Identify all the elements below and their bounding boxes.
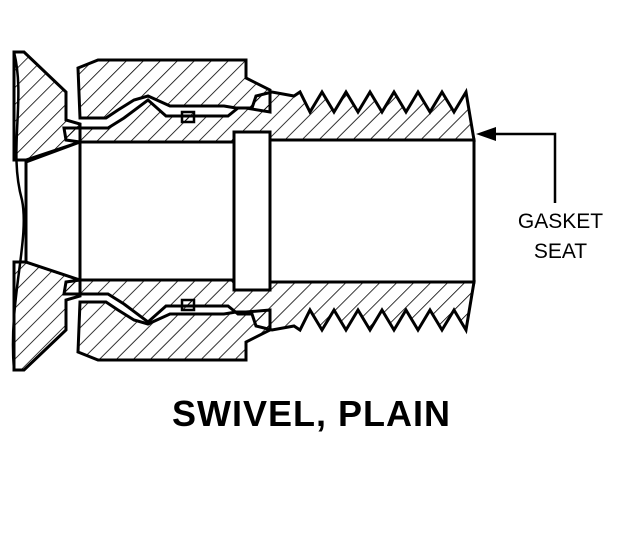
groove-square-lower	[180, 298, 196, 312]
swivel-nut-upper-section	[76, 58, 272, 120]
bore-collar	[232, 130, 272, 292]
bore-main	[78, 140, 238, 282]
callout-leader	[484, 132, 557, 203]
callout-label-line-1: GASKET	[517, 210, 604, 233]
left-body-upper-section	[12, 50, 82, 162]
bore-cone-left	[24, 139, 82, 283]
bore-gasket-seat	[268, 138, 476, 284]
groove-square-upper	[180, 110, 196, 124]
diagram-title: SWIVEL, PLAIN	[171, 393, 451, 434]
callout-label-line-2: SEAT	[533, 240, 588, 263]
arrowhead	[476, 127, 496, 141]
break-line	[11, 51, 26, 371]
swivel-nut-lower-section	[76, 300, 272, 362]
